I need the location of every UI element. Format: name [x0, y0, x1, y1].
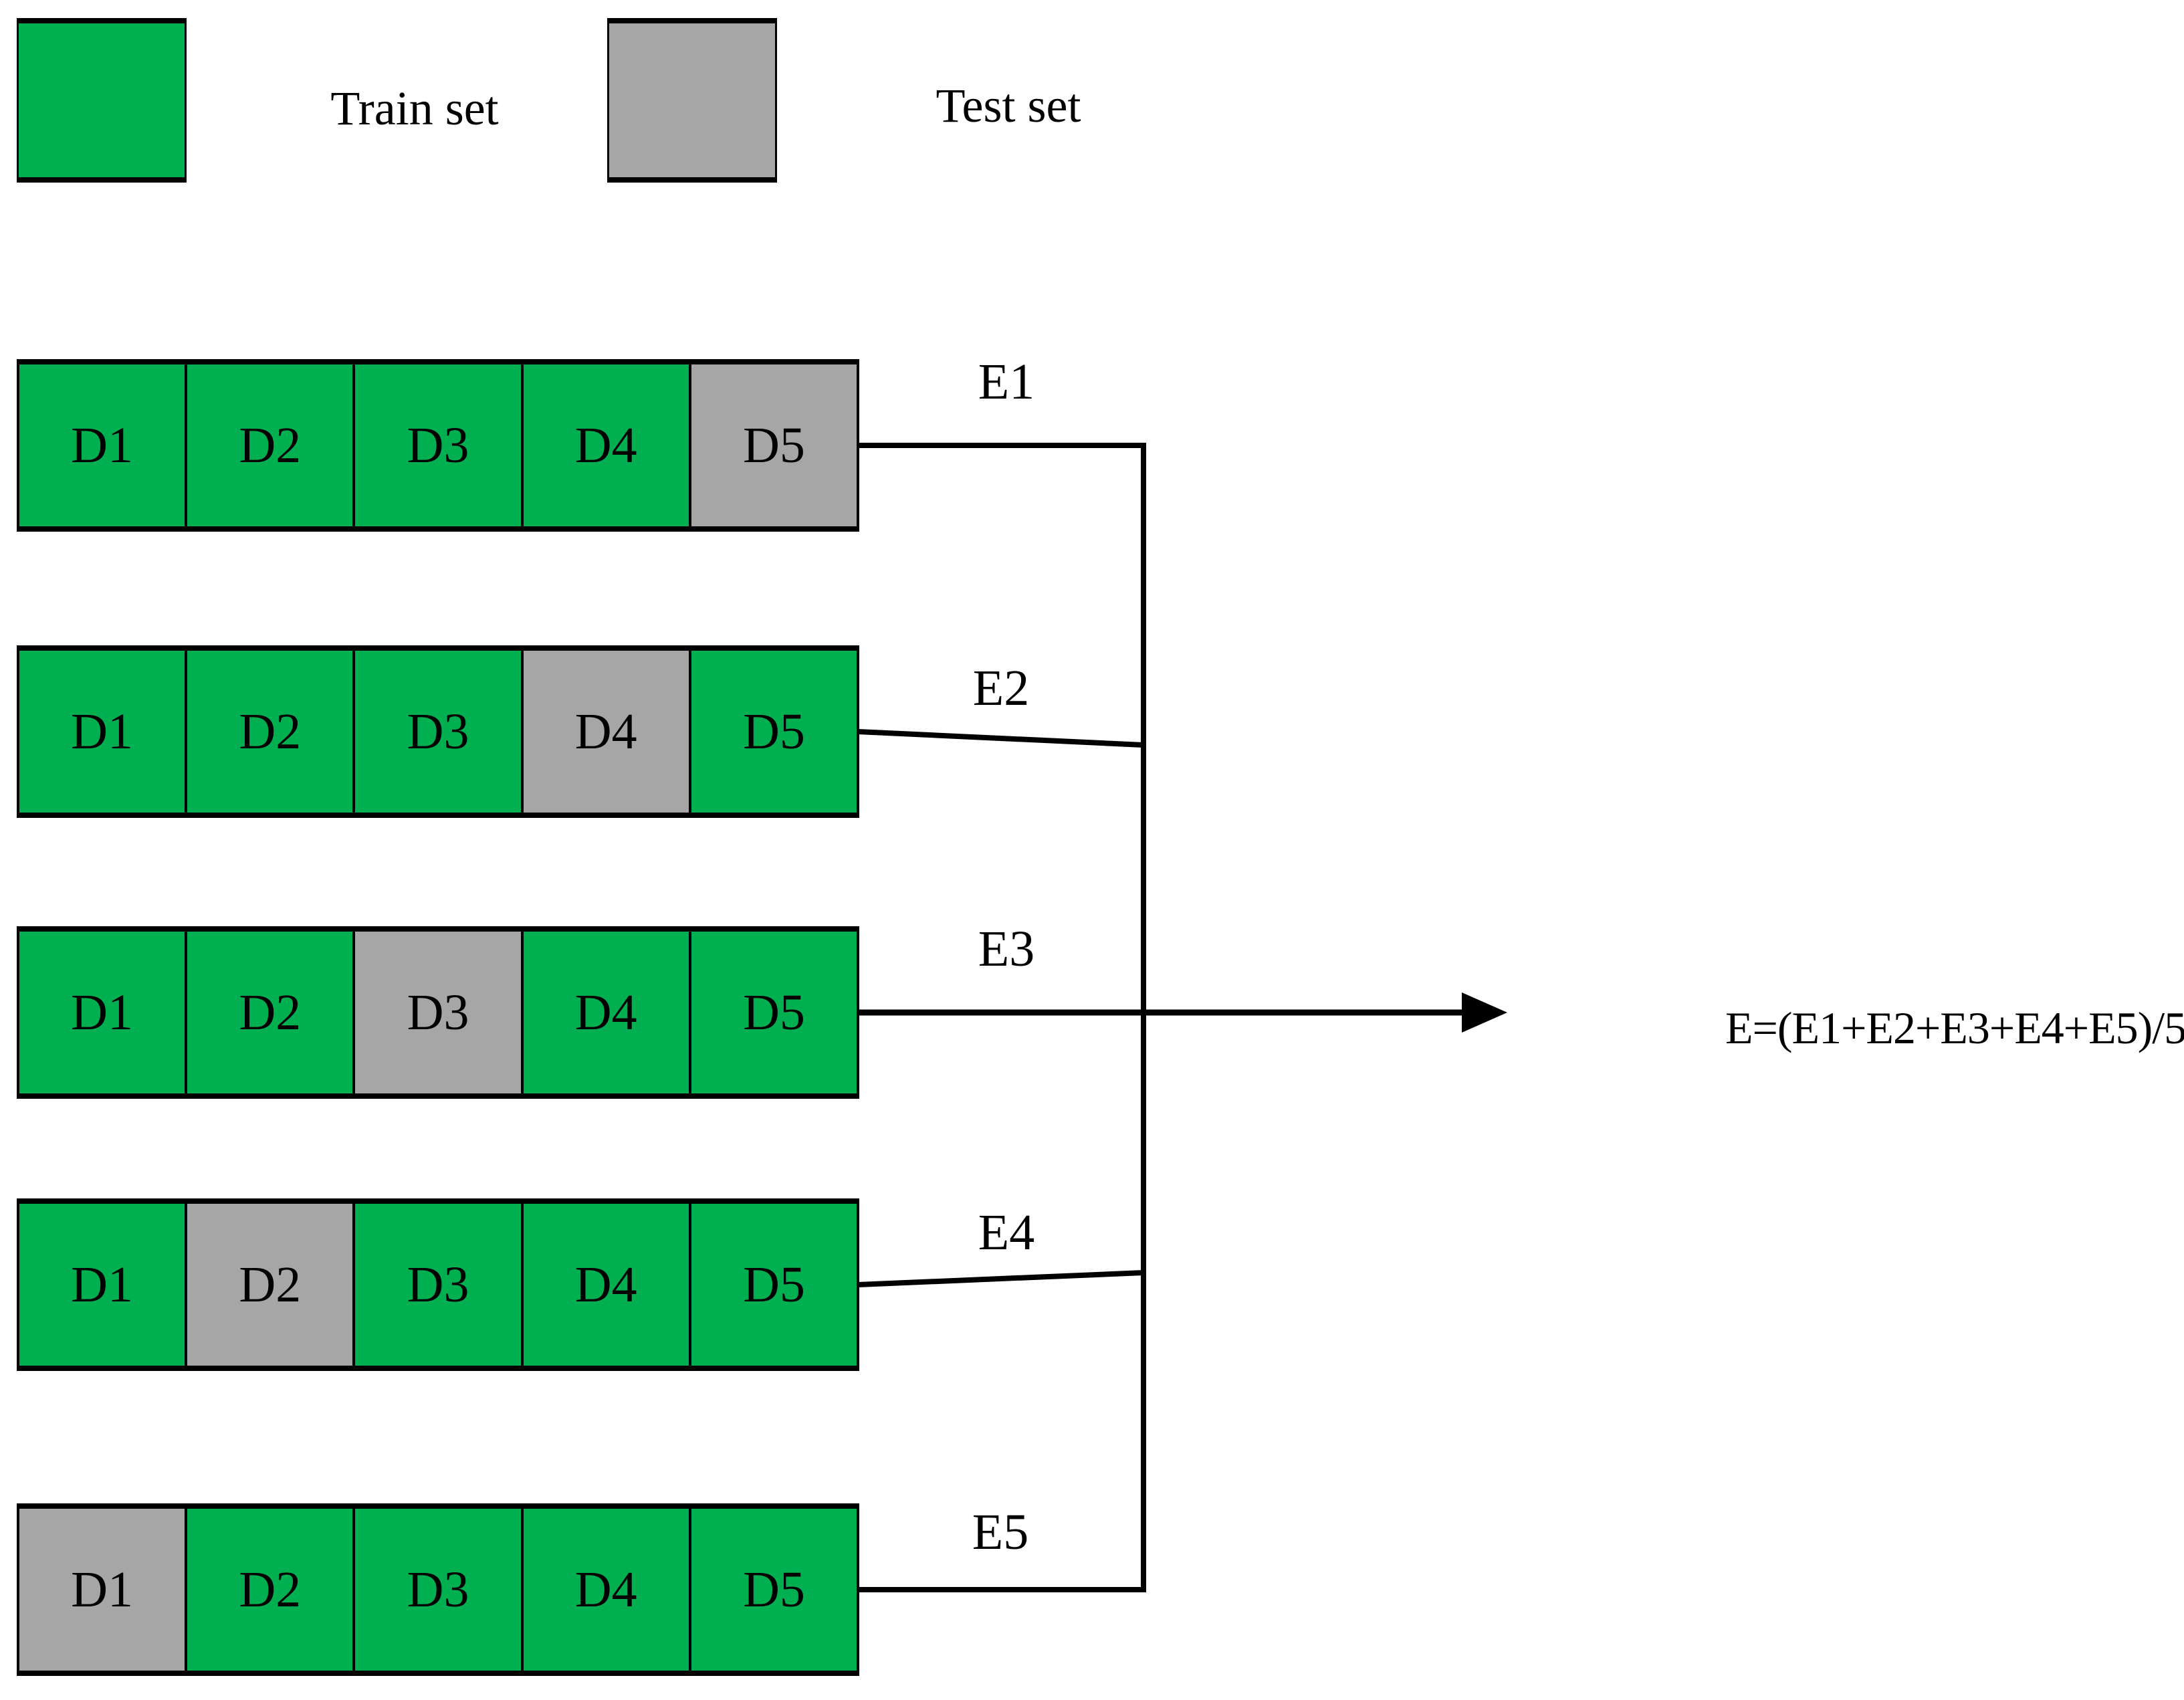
- block-d2: D2: [187, 364, 356, 526]
- block-d5: D5: [691, 364, 857, 526]
- block-d1: D1: [19, 651, 188, 813]
- block-d4: D4: [523, 651, 691, 813]
- block-d3: D3: [355, 1509, 524, 1671]
- test-set-swatch: [607, 18, 777, 183]
- block-d2: D2: [187, 651, 356, 813]
- block-d2: D2: [187, 1204, 356, 1366]
- e4-connector-line: [857, 1270, 1144, 1287]
- block-d1: D1: [19, 1509, 188, 1671]
- block-d2: D2: [187, 932, 356, 1093]
- block-d3: D3: [355, 1204, 524, 1366]
- block-d4: D4: [523, 1509, 691, 1671]
- fold-row-e2: D1 D2 D3 D4 D5: [17, 645, 859, 818]
- block-d4: D4: [523, 1204, 691, 1366]
- block-d1: D1: [19, 1204, 188, 1366]
- arrowhead-icon: [1462, 992, 1507, 1033]
- block-d1: D1: [19, 932, 188, 1093]
- fold-row-e1: D1 D2 D3 D4 D5: [17, 359, 859, 532]
- block-d5: D5: [691, 1204, 857, 1366]
- e2-label: E2: [972, 660, 1030, 716]
- fold-row-e3: D1 D2 D3 D4 D5: [17, 926, 859, 1099]
- train-set-label: Train set: [330, 82, 499, 135]
- e1-label: E1: [978, 354, 1035, 410]
- fold-row-e4: D1 D2 D3 D4 D5: [17, 1198, 859, 1371]
- block-d3: D3: [355, 364, 524, 526]
- block-d2: D2: [187, 1509, 356, 1671]
- e4-label: E4: [978, 1204, 1035, 1261]
- block-d3: D3: [355, 651, 524, 813]
- e3-label: E3: [978, 921, 1035, 977]
- e5-label: E5: [972, 1504, 1029, 1560]
- fold-row-e5: D1 D2 D3 D4 D5: [17, 1503, 859, 1676]
- block-d1: D1: [19, 364, 188, 526]
- block-d4: D4: [523, 364, 691, 526]
- block-d4: D4: [523, 932, 691, 1093]
- block-d3: D3: [355, 932, 524, 1093]
- e2-connector-line: [857, 729, 1144, 748]
- average-error-formula: E=(E1+E2+E3+E4+E5)/5: [1725, 1002, 2184, 1053]
- block-d5: D5: [691, 932, 857, 1093]
- test-set-label: Test set: [936, 79, 1081, 132]
- block-d5: D5: [691, 651, 857, 813]
- train-set-swatch: [17, 18, 187, 183]
- block-d5: D5: [691, 1509, 857, 1671]
